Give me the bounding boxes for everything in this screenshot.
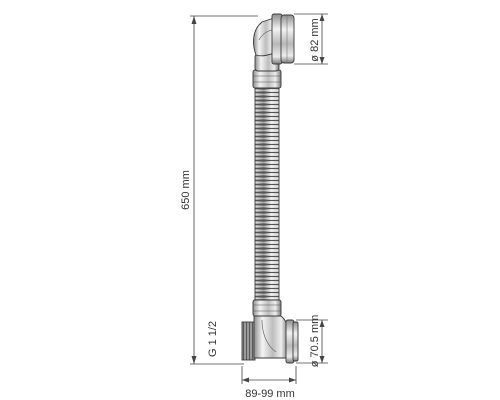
corrugated-hose <box>254 85 280 303</box>
width-arrow-right <box>289 377 296 383</box>
hose-body <box>254 85 280 303</box>
bottom-elbow <box>253 315 289 359</box>
overflow-flange <box>271 13 283 65</box>
top-diameter-dimension: ø 82 mm <box>294 13 328 65</box>
overflow-fitting <box>252 13 295 89</box>
width-arrow-left <box>242 377 249 383</box>
drain-fitting <box>241 299 299 364</box>
bottom-arrow-up <box>319 320 325 327</box>
bottom-diameter-label: ø 70.5 mm <box>309 315 321 368</box>
thread-section <box>241 321 256 361</box>
arrow-head-top <box>191 16 197 24</box>
thread-label: G 1 1/2 <box>207 321 219 357</box>
bottom-arrow-down <box>319 356 325 363</box>
top-diameter-label: ø 82 mm <box>309 18 321 61</box>
width-range-label: 89-99 mm <box>245 388 295 400</box>
bottom-diameter-dimension: ø 70.5 mm <box>296 315 328 368</box>
top-collar <box>252 69 282 89</box>
drain-flange <box>292 321 299 362</box>
top-arrow-down <box>319 57 325 64</box>
total-length-label: 650 mm <box>180 170 192 210</box>
top-arrow-up <box>319 14 325 21</box>
overflow-cap <box>280 14 295 64</box>
width-dimension: 89-99 mm <box>241 366 297 400</box>
bottom-collar <box>252 299 282 317</box>
arrow-head-bottom <box>191 356 197 364</box>
length-dimension: 650 mm <box>180 15 258 365</box>
